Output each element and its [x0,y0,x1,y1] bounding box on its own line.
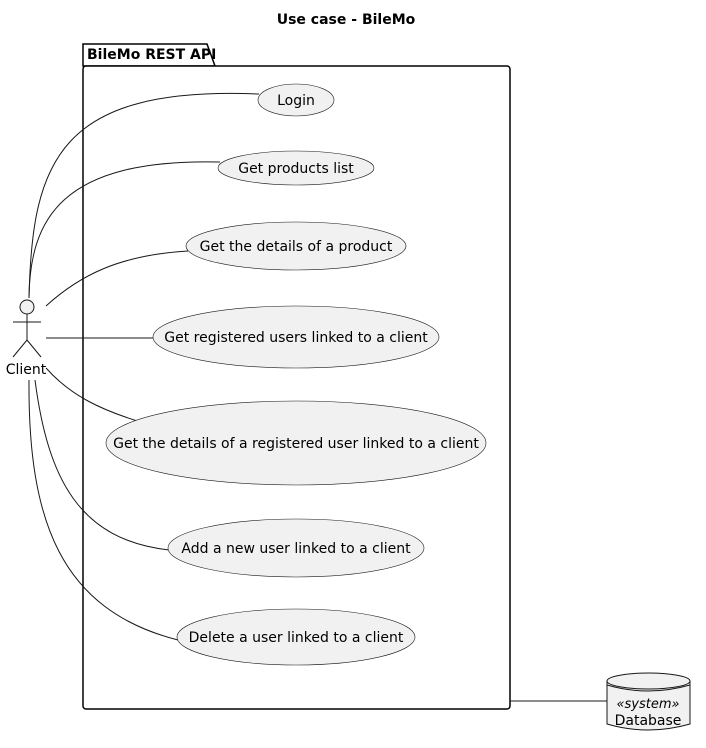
use-case-get-registered-user-details[interactable]: Get the details of a registered user lin… [105,400,487,486]
package-title: BileMo REST API [87,47,216,63]
use-case-label: Add a new user linked to a client [181,541,411,557]
use-case-label: Delete a user linked to a client [189,630,404,646]
use-case-label: Login [277,93,315,109]
edge-delete-user [28,379,179,641]
database-stereotype: «system» [616,697,679,712]
use-case-delete-user[interactable]: Delete a user linked to a client [176,608,416,666]
association-lines [28,92,607,702]
use-case-get-registered-users[interactable]: Get registered users linked to a client [152,305,440,369]
diagram-title: Use case - BileMo [277,12,416,28]
database-cylinder-icon [606,672,691,731]
use-case-label: Get the details of a product [200,239,393,255]
database-label: Database [615,713,682,729]
stick-figure-icon [12,299,42,358]
use-case-get-products-list[interactable]: Get products list [217,150,375,186]
database-system[interactable]: «system» Database [606,672,691,731]
use-case-login[interactable]: Login [257,83,335,117]
edge-get-products-list [28,161,221,299]
edge-login [28,92,260,299]
use-case-get-product-details[interactable]: Get the details of a product [185,221,407,271]
use-case-label: Get the details of a registered user lin… [113,436,479,452]
edge-add-user [34,379,170,551]
actor-client[interactable]: Client [6,299,47,378]
use-case-label: Get products list [238,161,354,177]
use-case-label: Get registered users linked to a client [164,330,428,346]
edge-get-product-details [45,250,189,307]
edge-get-registered-user-details [45,367,145,424]
actor-label: Client [6,362,47,378]
use-case-add-user[interactable]: Add a new user linked to a client [167,518,425,578]
